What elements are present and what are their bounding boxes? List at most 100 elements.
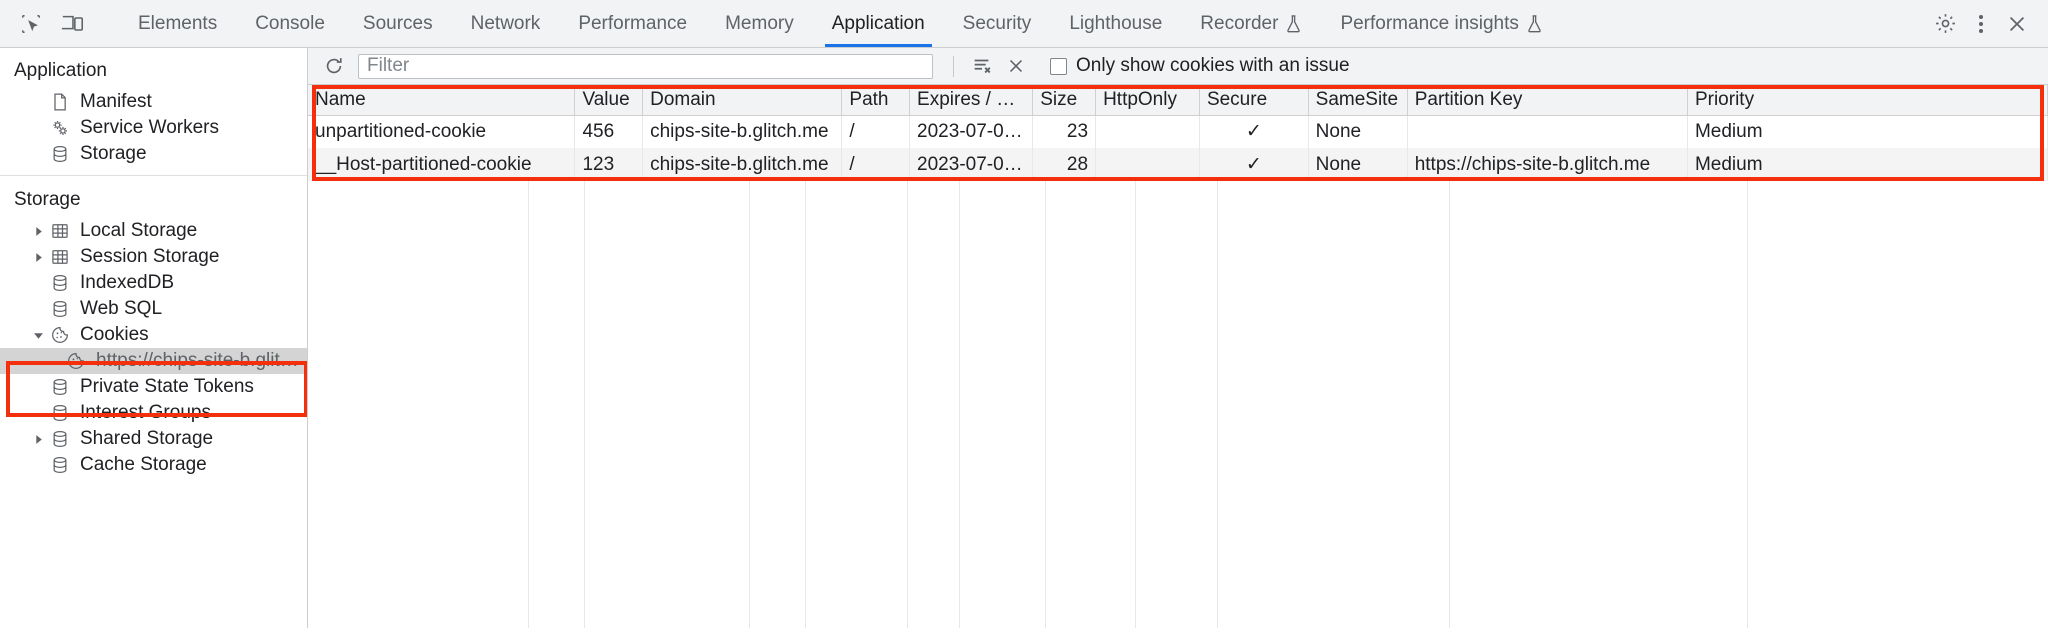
only-show-issues-checkbox[interactable]: Only show cookies with an issue	[1050, 55, 1350, 77]
filler-column	[529, 181, 585, 628]
tab-label: Performance insights	[1340, 12, 1519, 34]
column-header-path[interactable]: Path	[841, 85, 911, 116]
manifest-document-icon	[48, 92, 72, 112]
tab-console[interactable]: Console	[236, 0, 344, 47]
column-header-expires-m[interactable]: Expires / M…	[909, 85, 1034, 116]
column-header-size[interactable]: Size	[1032, 85, 1097, 116]
gear-icon[interactable]	[1928, 7, 1962, 41]
table-grid-icon	[48, 221, 72, 241]
cell-value: 123	[574, 148, 644, 181]
cell-path: /	[841, 115, 911, 148]
cell-priority: Medium	[1687, 115, 2048, 148]
tab-lighthouse[interactable]: Lighthouse	[1050, 0, 1181, 47]
filler-column	[1046, 181, 1136, 628]
sidebar-item-label: https://chips-site-b.glitch.me	[96, 350, 301, 371]
filler-column	[960, 181, 1046, 628]
sidebar-item-interest-groups[interactable]: Interest Groups	[0, 400, 307, 426]
twisty-expanded-icon[interactable]	[28, 330, 48, 341]
cell-partition-key: https://chips-site-b.glitch.me	[1407, 148, 1688, 181]
filter-input[interactable]: Filter	[358, 53, 933, 79]
cell-secure: ✓	[1199, 148, 1309, 181]
device-toolbar-icon[interactable]	[56, 7, 90, 41]
sidebar-item-label: Private State Tokens	[80, 376, 254, 397]
sidebar-item-storage[interactable]: Storage	[0, 141, 307, 167]
sidebar-item-local-storage[interactable]: Local Storage	[0, 218, 307, 244]
tab-label: Security	[962, 12, 1032, 34]
sidebar-item-cookies[interactable]: Cookies	[0, 322, 307, 348]
sidebar-item-https-chips-site-b-glitch-me[interactable]: https://chips-site-b.glitch.me	[0, 348, 307, 374]
tab-network[interactable]: Network	[452, 0, 560, 47]
cell-httponly	[1095, 148, 1200, 181]
sidebar-item-label: Cache Storage	[80, 454, 207, 475]
cell-secure: ✓	[1199, 115, 1309, 148]
tab-performance-insights[interactable]: Performance insights	[1321, 0, 1561, 47]
refresh-icon[interactable]	[320, 52, 348, 80]
filler-column	[806, 181, 908, 628]
sidebar-item-label: Session Storage	[80, 246, 220, 267]
toolbar-left-icons	[0, 0, 119, 47]
filler-column	[585, 181, 750, 628]
sidebar-item-shared-storage[interactable]: Shared Storage	[0, 426, 307, 452]
inspect-element-icon[interactable]	[14, 7, 48, 41]
database-icon	[48, 144, 72, 164]
sidebar-item-manifest[interactable]: Manifest	[0, 89, 307, 115]
clear-all-cookies-icon[interactable]	[1002, 52, 1030, 80]
sidebar-item-service-workers[interactable]: Service Workers	[0, 115, 307, 141]
checkbox-box[interactable]	[1050, 57, 1067, 75]
clear-filtered-cookies-icon[interactable]	[968, 52, 996, 80]
empty-grid-filler	[308, 181, 2048, 628]
column-header-name[interactable]: Name	[308, 85, 576, 116]
sidebar-section-title: Application	[14, 60, 107, 81]
tab-elements[interactable]: Elements	[119, 0, 236, 47]
database-icon	[48, 299, 72, 319]
sidebar-divider	[0, 175, 307, 176]
tab-application[interactable]: Application	[813, 0, 944, 47]
database-icon	[48, 377, 72, 397]
filler-column	[1136, 181, 1218, 628]
filterbar-divider	[953, 55, 954, 77]
tab-label: Network	[470, 12, 541, 34]
tab-security[interactable]: Security	[944, 0, 1051, 47]
sidebar-item-label: Manifest	[80, 91, 152, 112]
database-icon	[48, 403, 72, 423]
sidebar-section-title: Storage	[14, 189, 81, 210]
tab-memory[interactable]: Memory	[706, 0, 813, 47]
column-header-samesite[interactable]: SameSite	[1308, 85, 1408, 116]
column-header-httponly[interactable]: HttpOnly	[1095, 85, 1200, 116]
tab-label: Elements	[138, 12, 218, 34]
column-header-secure[interactable]: Secure	[1199, 85, 1309, 116]
tab-sources[interactable]: Sources	[344, 0, 452, 47]
sidebar-item-session-storage[interactable]: Session Storage	[0, 244, 307, 270]
sidebar-item-private-state-tokens[interactable]: Private State Tokens	[0, 374, 307, 400]
tab-recorder[interactable]: Recorder	[1181, 0, 1321, 47]
column-header-partition-key[interactable]: Partition Key	[1407, 85, 1688, 116]
sidebar-item-web-sql[interactable]: Web SQL	[0, 296, 307, 322]
service-workers-gears-icon	[48, 118, 72, 138]
twisty-collapsed-icon[interactable]	[28, 434, 48, 445]
kebab-menu-icon[interactable]	[1964, 7, 1998, 41]
cell-partition-key	[1407, 115, 1688, 148]
tab-label: Performance	[578, 12, 688, 34]
column-header-priority[interactable]: Priority	[1687, 85, 2048, 116]
sidebar-item-indexeddb[interactable]: IndexedDB	[0, 270, 307, 296]
column-header-value[interactable]: Value	[574, 85, 644, 116]
tab-performance[interactable]: Performance	[559, 0, 706, 47]
column-header-domain[interactable]: Domain	[642, 85, 843, 116]
close-icon[interactable]	[2000, 7, 2034, 41]
experimental-flask-icon	[1526, 14, 1543, 33]
sidebar-item-cache-storage[interactable]: Cache Storage	[0, 452, 307, 478]
experimental-flask-icon	[1285, 14, 1302, 33]
table-grid-icon	[48, 247, 72, 267]
twisty-collapsed-icon[interactable]	[28, 252, 48, 263]
twisty-collapsed-icon[interactable]	[28, 226, 48, 237]
